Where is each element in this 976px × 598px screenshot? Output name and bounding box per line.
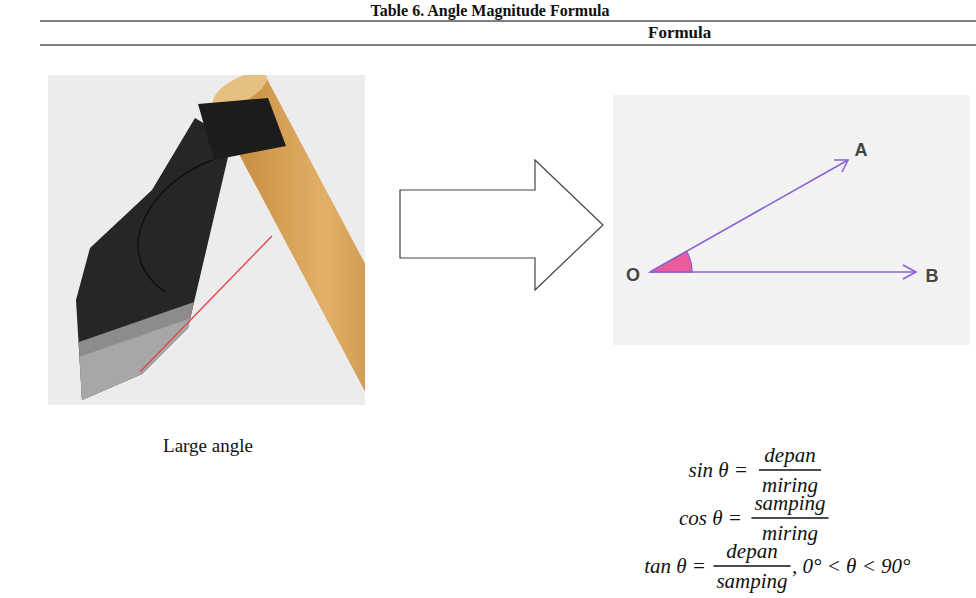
fraction-denominator: samping [716,569,787,593]
fraction-bar [713,565,790,566]
fraction-bar [751,517,828,518]
column-header: Formula [648,23,711,43]
table-rule [40,20,976,21]
point-label: A [855,140,868,161]
formula-condition: , 0° < θ < 90° [792,554,910,578]
table-title: Table 6. Angle Magnitude Formula [371,2,610,20]
fraction-bar [759,469,821,470]
photo-caption: Large angle [163,435,253,457]
point-label: O [626,265,640,286]
hoe-photo [48,75,365,405]
formula-term: tan θ = [644,554,706,578]
fraction-numerator: depan [726,539,777,563]
table-rule [40,44,976,45]
formula-term: cos θ = [679,506,742,530]
block-arrow [400,160,603,290]
formula-term: sin θ = [689,458,749,482]
point-label: B [926,266,939,287]
fraction-numerator: depan [764,443,815,467]
fraction-numerator: samping [754,491,825,515]
angle-figure [613,95,970,345]
